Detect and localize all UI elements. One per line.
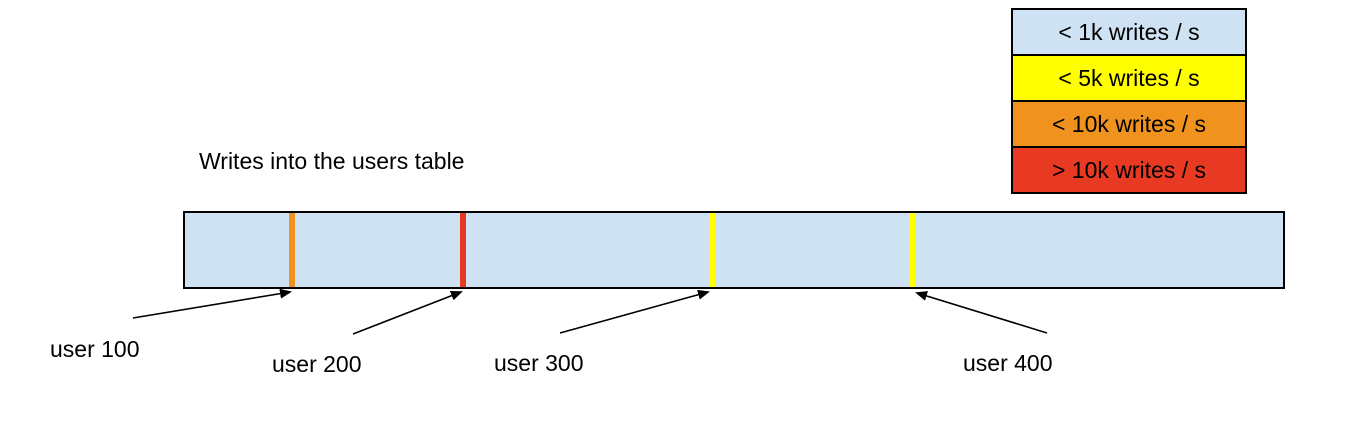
- label-user-100: user 100: [50, 336, 140, 362]
- legend-item-gt-10k: > 10k writes / s: [1013, 148, 1245, 192]
- diagram-title: Writes into the users table: [199, 148, 465, 174]
- label-user-400: user 400: [963, 350, 1053, 376]
- arrow-user-400: [915, 291, 1048, 334]
- legend-item-lt-1k: < 1k writes / s: [1013, 10, 1245, 56]
- write-hotspot-user-100: [289, 213, 295, 287]
- arrow-user-200: [352, 290, 463, 335]
- legend-item-lt-5k: < 5k writes / s: [1013, 56, 1245, 102]
- arrow-user-300: [559, 289, 710, 334]
- label-user-300: user 300: [494, 350, 584, 376]
- write-hotspot-user-300: [709, 213, 715, 287]
- write-hotspot-user-400: [909, 213, 915, 287]
- legend-item-lt-10k: < 10k writes / s: [1013, 102, 1245, 148]
- write-hotspot-user-200: [460, 213, 466, 287]
- users-table-bar: [183, 211, 1285, 289]
- write-rate-legend: < 1k writes / s < 5k writes / s < 10k wr…: [1011, 8, 1247, 194]
- label-user-200: user 200: [272, 351, 362, 377]
- arrow-user-100: [132, 288, 292, 319]
